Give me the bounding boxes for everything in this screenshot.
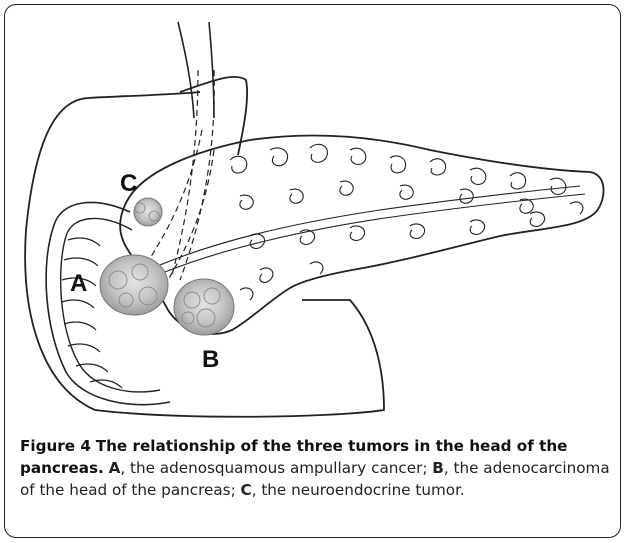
pancreas-illustration: [0, 0, 627, 430]
tumor-c: [134, 198, 162, 226]
caption-text-c: , the neuroendocrine tumor.: [252, 481, 465, 499]
figure-caption: Figure 4 The relationship of the three t…: [20, 435, 610, 501]
duct-dashed-lines: [132, 70, 214, 285]
tumor-a: [100, 255, 168, 315]
caption-key-a: A: [109, 459, 121, 477]
tumor-b: [174, 279, 234, 335]
label-b: B: [202, 346, 219, 374]
caption-figure-label: Figure 4: [20, 437, 91, 455]
label-a: A: [70, 270, 87, 298]
pancreas-lobules: [200, 144, 583, 310]
caption-key-c: C: [241, 481, 252, 499]
duodenal-folds: [62, 238, 122, 388]
caption-key-b: B: [432, 459, 444, 477]
caption-text-a: , the adenosquamous ampullary cancer;: [120, 459, 427, 477]
pancreatic-duct: [160, 186, 580, 265]
bile-duct: [178, 22, 214, 118]
label-c: C: [120, 170, 137, 198]
